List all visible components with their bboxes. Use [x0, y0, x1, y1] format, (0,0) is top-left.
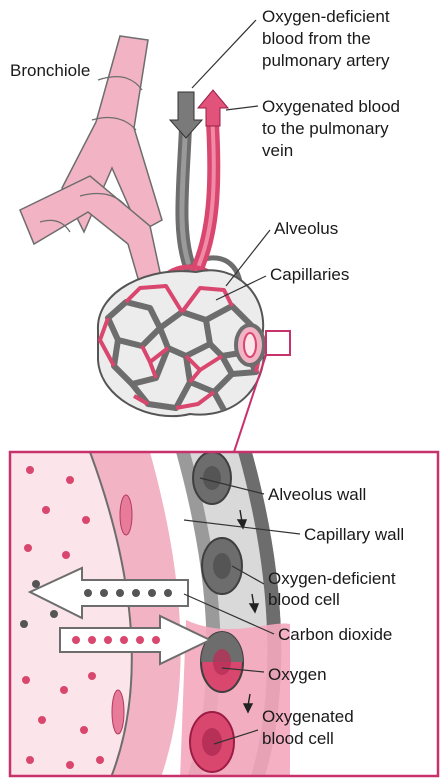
label-alveolus: Alveolus	[274, 219, 338, 238]
label-carbon-dioxide: Carbon dioxide	[278, 625, 392, 644]
deficient-blood-cell-2	[202, 538, 242, 594]
oxygenated-blood-cell	[190, 712, 234, 772]
label-deoxygenated-blood: Oxygen-deficient blood from the pulmonar…	[262, 7, 394, 70]
label-oxygenated-blood: Oxygenated blood to the pulmonary vein	[262, 97, 405, 160]
label-capillary-wall: Capillary wall	[304, 525, 404, 544]
zoom-indicator-box	[266, 331, 290, 355]
leader-deoxygenated	[192, 20, 256, 88]
deficient-blood-cell-1	[193, 452, 231, 504]
oxygenated-arrow	[198, 90, 228, 126]
leader-oxygenated	[226, 106, 258, 110]
label-capillaries: Capillaries	[270, 265, 349, 284]
label-oxygen: Oxygen	[268, 665, 327, 684]
deoxygenated-arrow	[170, 92, 202, 138]
cross-section-marker	[236, 325, 264, 365]
label-alveolus-wall: Alveolus wall	[268, 485, 366, 504]
label-bronchiole: Bronchiole	[10, 61, 90, 80]
